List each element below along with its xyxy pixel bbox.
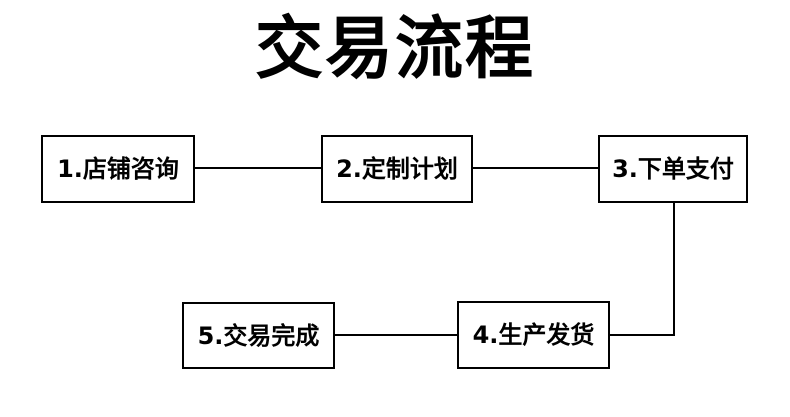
flow-node-step-2-label: 2.定制计划 [336,155,458,183]
connector-step1-to-step2 [195,167,321,169]
flow-node-step-3-label: 3.下单支付 [612,155,734,183]
flow-node-step-4[interactable]: 4.生产发货 [457,301,610,369]
connector-step3-to-step4-horizontal [610,334,675,336]
flow-node-step-2[interactable]: 2.定制计划 [321,135,473,203]
connector-step4-to-step5 [335,334,457,336]
flow-node-step-1-label: 1.店铺咨询 [57,155,179,183]
flow-node-step-5-label: 5.交易完成 [197,321,320,350]
connector-step3-to-step4-vertical [673,202,675,336]
flow-node-step-3[interactable]: 3.下单支付 [598,135,748,203]
flow-node-step-4-label: 4.生产发货 [472,321,595,349]
page-title: 交易流程 [254,10,535,89]
flow-node-step-1[interactable]: 1.店铺咨询 [41,135,195,203]
connector-step2-to-step3 [473,167,598,169]
flow-node-step-5[interactable]: 5.交易完成 [182,302,335,369]
